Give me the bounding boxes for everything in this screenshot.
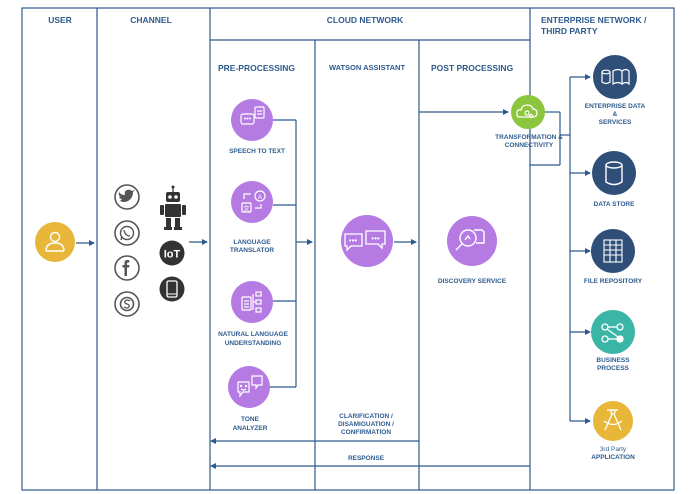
- header-pre-processing: PRE-PROCESSING: [218, 63, 295, 73]
- enterprise-connectors: [530, 74, 591, 424]
- database-book-icon: [601, 68, 630, 86]
- svg-text:IoT: IoT: [164, 249, 181, 261]
- tone-analyzer-node: [228, 366, 270, 408]
- enterprise-data-node: [593, 55, 637, 99]
- twitter-icon: [114, 184, 140, 210]
- watson-assistant-node: ••• •••: [341, 215, 393, 267]
- transformation-node: [511, 95, 545, 129]
- data-store-node: [592, 151, 636, 195]
- header-channel: CHANNEL: [130, 15, 172, 25]
- svg-text:A: A: [258, 194, 263, 201]
- compass-icon: [603, 409, 623, 431]
- speech-icon: •••: [240, 106, 265, 125]
- label-language-2: TRANSLATOR: [230, 247, 274, 254]
- svg-text:•••: •••: [244, 116, 252, 123]
- iot-icon: IoT: [159, 240, 185, 266]
- database-icon: [605, 161, 623, 186]
- label-file-repository: FILE REPOSITORY: [584, 278, 643, 285]
- label-speech-to-text: SPEECH TO TEXT: [229, 148, 285, 155]
- discovery-icon: [455, 229, 485, 251]
- business-process-node: [591, 310, 635, 354]
- mobile-icon: [159, 276, 185, 302]
- label-nlu-1: NATURAL LANGUAGE: [218, 331, 288, 338]
- whatsapp-icon: [114, 220, 140, 246]
- language-translator-node: A 文: [231, 181, 273, 223]
- facebook-icon: [114, 255, 140, 281]
- translator-icon: A 文: [241, 190, 266, 213]
- speech-to-text-node: •••: [231, 99, 273, 141]
- label-clarification-1: CLARIFICATION /: [339, 413, 393, 420]
- label-enterprise-data-2: &: [613, 111, 618, 118]
- label-third-party-2: APPLICATION: [591, 454, 635, 461]
- user-node: [35, 222, 75, 262]
- header-watson-assistant: WATSON ASSISTANT: [329, 63, 406, 72]
- chat-bubbles-icon: [344, 230, 386, 252]
- file-repository-node: [591, 229, 635, 273]
- outer-frame: [21, 7, 675, 491]
- channel-icons: IoT: [114, 184, 186, 317]
- header-cloud-network: CLOUD NETWORK: [327, 15, 404, 25]
- label-discovery-service: DISCOVERY SERVICE: [438, 278, 507, 285]
- header-enterprise-2: THIRD PARTY: [541, 26, 598, 36]
- label-clarification-3: CONFIRMATION: [341, 429, 391, 436]
- label-enterprise-data-1: ENTERPRISE DATA: [585, 103, 646, 110]
- label-business-2: PROCESS: [597, 365, 629, 372]
- label-tone-1: TONE: [241, 416, 260, 423]
- label-transformation-2: CONNECTIVITY: [505, 142, 554, 149]
- label-transformation-1: TRANSFORMATION &: [495, 134, 563, 141]
- label-enterprise-data-3: SERVICES: [599, 119, 632, 126]
- label-response: RESPONSE: [348, 455, 385, 462]
- skype-icon: [114, 291, 140, 317]
- tone-icon: [237, 375, 263, 398]
- return-flows: [210, 438, 530, 469]
- process-flow-icon: [601, 323, 624, 343]
- label-tone-2: ANALYZER: [233, 425, 268, 432]
- nlu-node: [231, 281, 273, 323]
- third-party-node: [593, 401, 633, 441]
- discovery-service-node: [447, 216, 497, 266]
- label-nlu-2: UNDERSTANDING: [225, 340, 282, 347]
- pre-processing-connectors: [270, 119, 313, 388]
- label-business-1: BUSINESS: [596, 357, 630, 364]
- nlu-icon: [241, 291, 262, 313]
- label-data-store: DATA STORE: [594, 201, 636, 208]
- user-icon: [45, 231, 65, 252]
- chat-dots-2: •••: [371, 234, 380, 243]
- label-third-party-1: 3rd Party: [600, 446, 627, 453]
- label-clarification-2: DISAMIGUATION /: [338, 421, 394, 428]
- header-post-processing: POST PROCESSING: [431, 63, 514, 73]
- cloud-connect-icon: [516, 104, 538, 119]
- file-grid-icon: [603, 239, 623, 263]
- header-enterprise-1: ENTERPRISE NETWORK /: [541, 15, 647, 25]
- label-language-1: LANGUAGE: [233, 239, 271, 246]
- chat-dots-1: •••: [349, 236, 358, 245]
- robot-icon: [160, 185, 186, 230]
- svg-text:文: 文: [243, 204, 250, 213]
- header-user: USER: [48, 15, 72, 25]
